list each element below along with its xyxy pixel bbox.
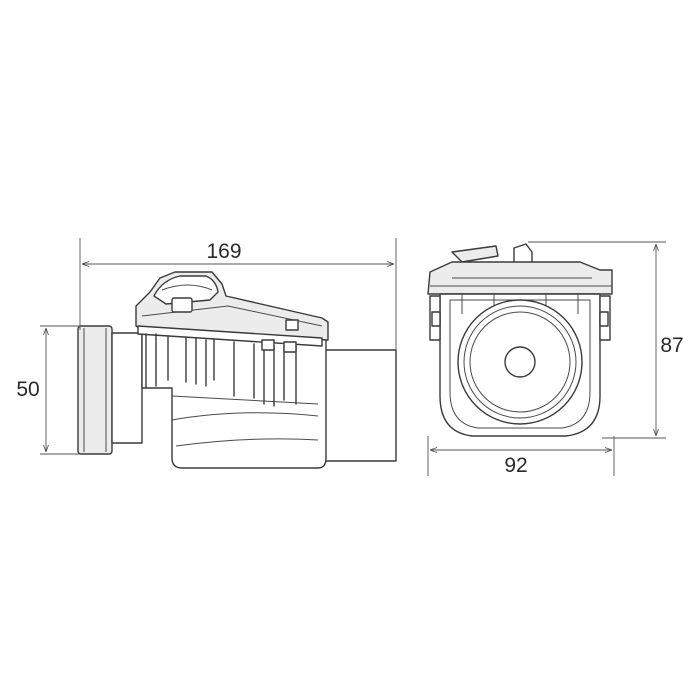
right-outlet-pipe	[317, 349, 397, 462]
dimension-87: 87	[528, 241, 684, 439]
dimension-92: 92	[427, 436, 615, 477]
dimension-label-87: 87	[660, 334, 683, 357]
dimension-label-169: 169	[206, 240, 241, 263]
side-view	[77, 271, 397, 469]
dimension-169: 169	[79, 238, 397, 350]
front-view	[427, 243, 613, 437]
flap-ribs	[145, 333, 297, 407]
top-handle	[451, 245, 499, 263]
valve-body	[141, 327, 327, 469]
dimension-50: 50	[16, 325, 80, 455]
dimension-label-92: 92	[504, 454, 527, 477]
pipe-inner-circle	[504, 346, 536, 378]
dimension-label-50: 50	[16, 378, 39, 401]
left-socket	[77, 325, 143, 455]
